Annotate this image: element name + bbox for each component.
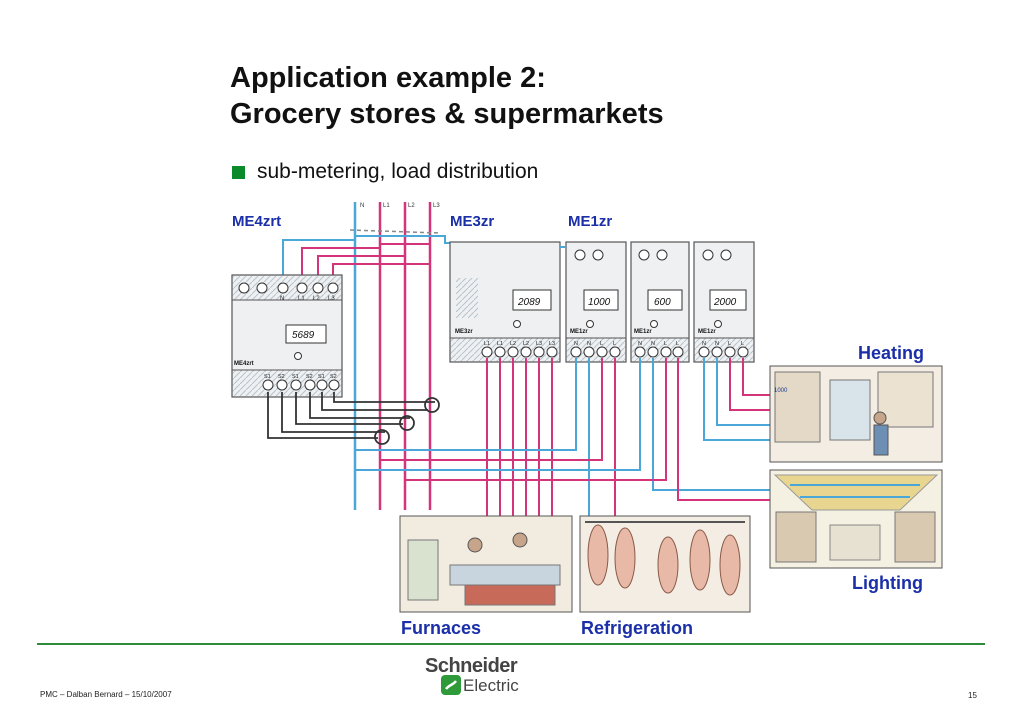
title-line-1: Application example 2:	[230, 62, 546, 94]
svg-text:S1: S1	[292, 374, 299, 380]
main-bus	[349, 202, 441, 510]
svg-text:L: L	[676, 341, 679, 347]
ct-l3-icon	[424, 397, 440, 413]
lighting-illustration	[769, 469, 943, 569]
svg-text:L2: L2	[510, 341, 516, 347]
load-label-furnaces: Furnaces	[401, 618, 482, 638]
meter-label-me1zr: ME1zr	[568, 213, 613, 230]
slide-title: Application example 2: Grocery stores & …	[230, 60, 664, 132]
svg-text:L: L	[613, 341, 616, 347]
load-label-heating: Heating	[858, 343, 925, 363]
svg-text:S2: S2	[278, 374, 285, 380]
bullet-square-icon	[232, 165, 245, 179]
bus-label-l2: L2	[408, 203, 415, 209]
ct-wiring	[267, 392, 435, 439]
heating-illustration: 1000	[769, 365, 943, 463]
svg-text:S1: S1	[318, 374, 325, 380]
me1zr-3-display: 2000	[713, 297, 737, 308]
load-label-refrigeration: Refrigeration	[581, 618, 694, 638]
bus-label-l1: L1	[383, 203, 390, 209]
svg-text:S1: S1	[264, 374, 271, 380]
svg-text:L1: L1	[484, 341, 490, 347]
footer-divider	[37, 643, 985, 645]
svg-text:ME1zr: ME1zr	[634, 329, 652, 335]
load-wiring	[355, 246, 770, 520]
svg-text:ME1zr: ME1zr	[698, 329, 716, 335]
svg-text:S2: S2	[306, 374, 313, 380]
me4zrt-plate: ME4zrt	[234, 361, 254, 367]
bus-label-n: N	[360, 203, 364, 209]
svg-text:N: N	[587, 341, 591, 347]
meter-me1zr-3: 2000 ME1zr N N L L	[693, 241, 755, 363]
bus-label-l3: L3	[433, 203, 440, 209]
me1zr-1-display: 1000	[588, 297, 611, 308]
furnaces-illustration	[399, 515, 573, 613]
meter-label-me4zrt: ME4zrt	[232, 213, 282, 230]
svg-text:N: N	[702, 341, 706, 347]
title-line-2: Grocery stores & supermarkets	[230, 98, 664, 130]
svg-text:L2: L2	[523, 341, 529, 347]
load-label-lighting: Lighting	[852, 573, 923, 593]
ct-l1-icon	[374, 429, 390, 445]
refrigeration-illustration	[579, 515, 751, 613]
bullet-text: sub-metering, load distribution	[257, 160, 539, 183]
svg-text:L1: L1	[497, 341, 503, 347]
schneider-logo-icon	[441, 675, 461, 695]
svg-text:L: L	[664, 341, 667, 347]
me3zr-display: 2089	[517, 297, 541, 308]
me4zrt-display: 5689	[292, 330, 315, 341]
logo-word-2: Electric	[463, 676, 519, 695]
meter-me3zr: 2089 ME3zr L1 L1 L2 L2 L3 L3	[449, 241, 561, 363]
bullet-item: sub-metering, load distribution	[232, 160, 538, 184]
me4zrt-term-l2: L2	[313, 296, 320, 302]
svg-text:L: L	[741, 341, 744, 347]
page-number: 15	[968, 691, 977, 700]
svg-text:1000: 1000	[774, 388, 788, 394]
svg-text:N: N	[651, 341, 655, 347]
meter-me4zrt: N L1 L2 L3 5689 ME4zrt S1 S2 S1 S2 S1 S2	[231, 274, 343, 398]
breaker-link	[349, 229, 441, 234]
me3zr-plate: ME3zr	[455, 329, 473, 335]
me4zrt-term-l1: L1	[298, 296, 305, 302]
meter-me1zr-2: 600 ME1zr N N L L	[630, 241, 690, 363]
svg-text:L3: L3	[536, 341, 542, 347]
svg-text:N: N	[574, 341, 578, 347]
svg-text:L: L	[600, 341, 603, 347]
svg-text:N: N	[715, 341, 719, 347]
svg-text:N: N	[638, 341, 642, 347]
svg-text:L: L	[728, 341, 731, 347]
current-transformers	[374, 397, 440, 445]
bus-labels: N L1 L2 L3	[360, 203, 440, 209]
svg-text:S2: S2	[330, 374, 337, 380]
ct-l2-icon	[399, 415, 415, 431]
me4zrt-term-n: N	[280, 296, 284, 302]
meter-me1zr-1: 1000 ME1zr N N L L	[565, 241, 627, 363]
logo-word-1: Schneider	[425, 655, 518, 677]
schneider-electric-logo: Schneider Electric	[425, 655, 545, 699]
me1zr-2-display: 600	[654, 297, 671, 308]
svg-text:L3: L3	[549, 341, 555, 347]
svg-text:ME1zr: ME1zr	[570, 329, 588, 335]
footer-text: PMC – Dalban Bernard – 15/10/2007	[40, 690, 172, 699]
me4zrt-term-l3: L3	[328, 296, 335, 302]
meter-label-me3zr: ME3zr	[450, 213, 495, 230]
